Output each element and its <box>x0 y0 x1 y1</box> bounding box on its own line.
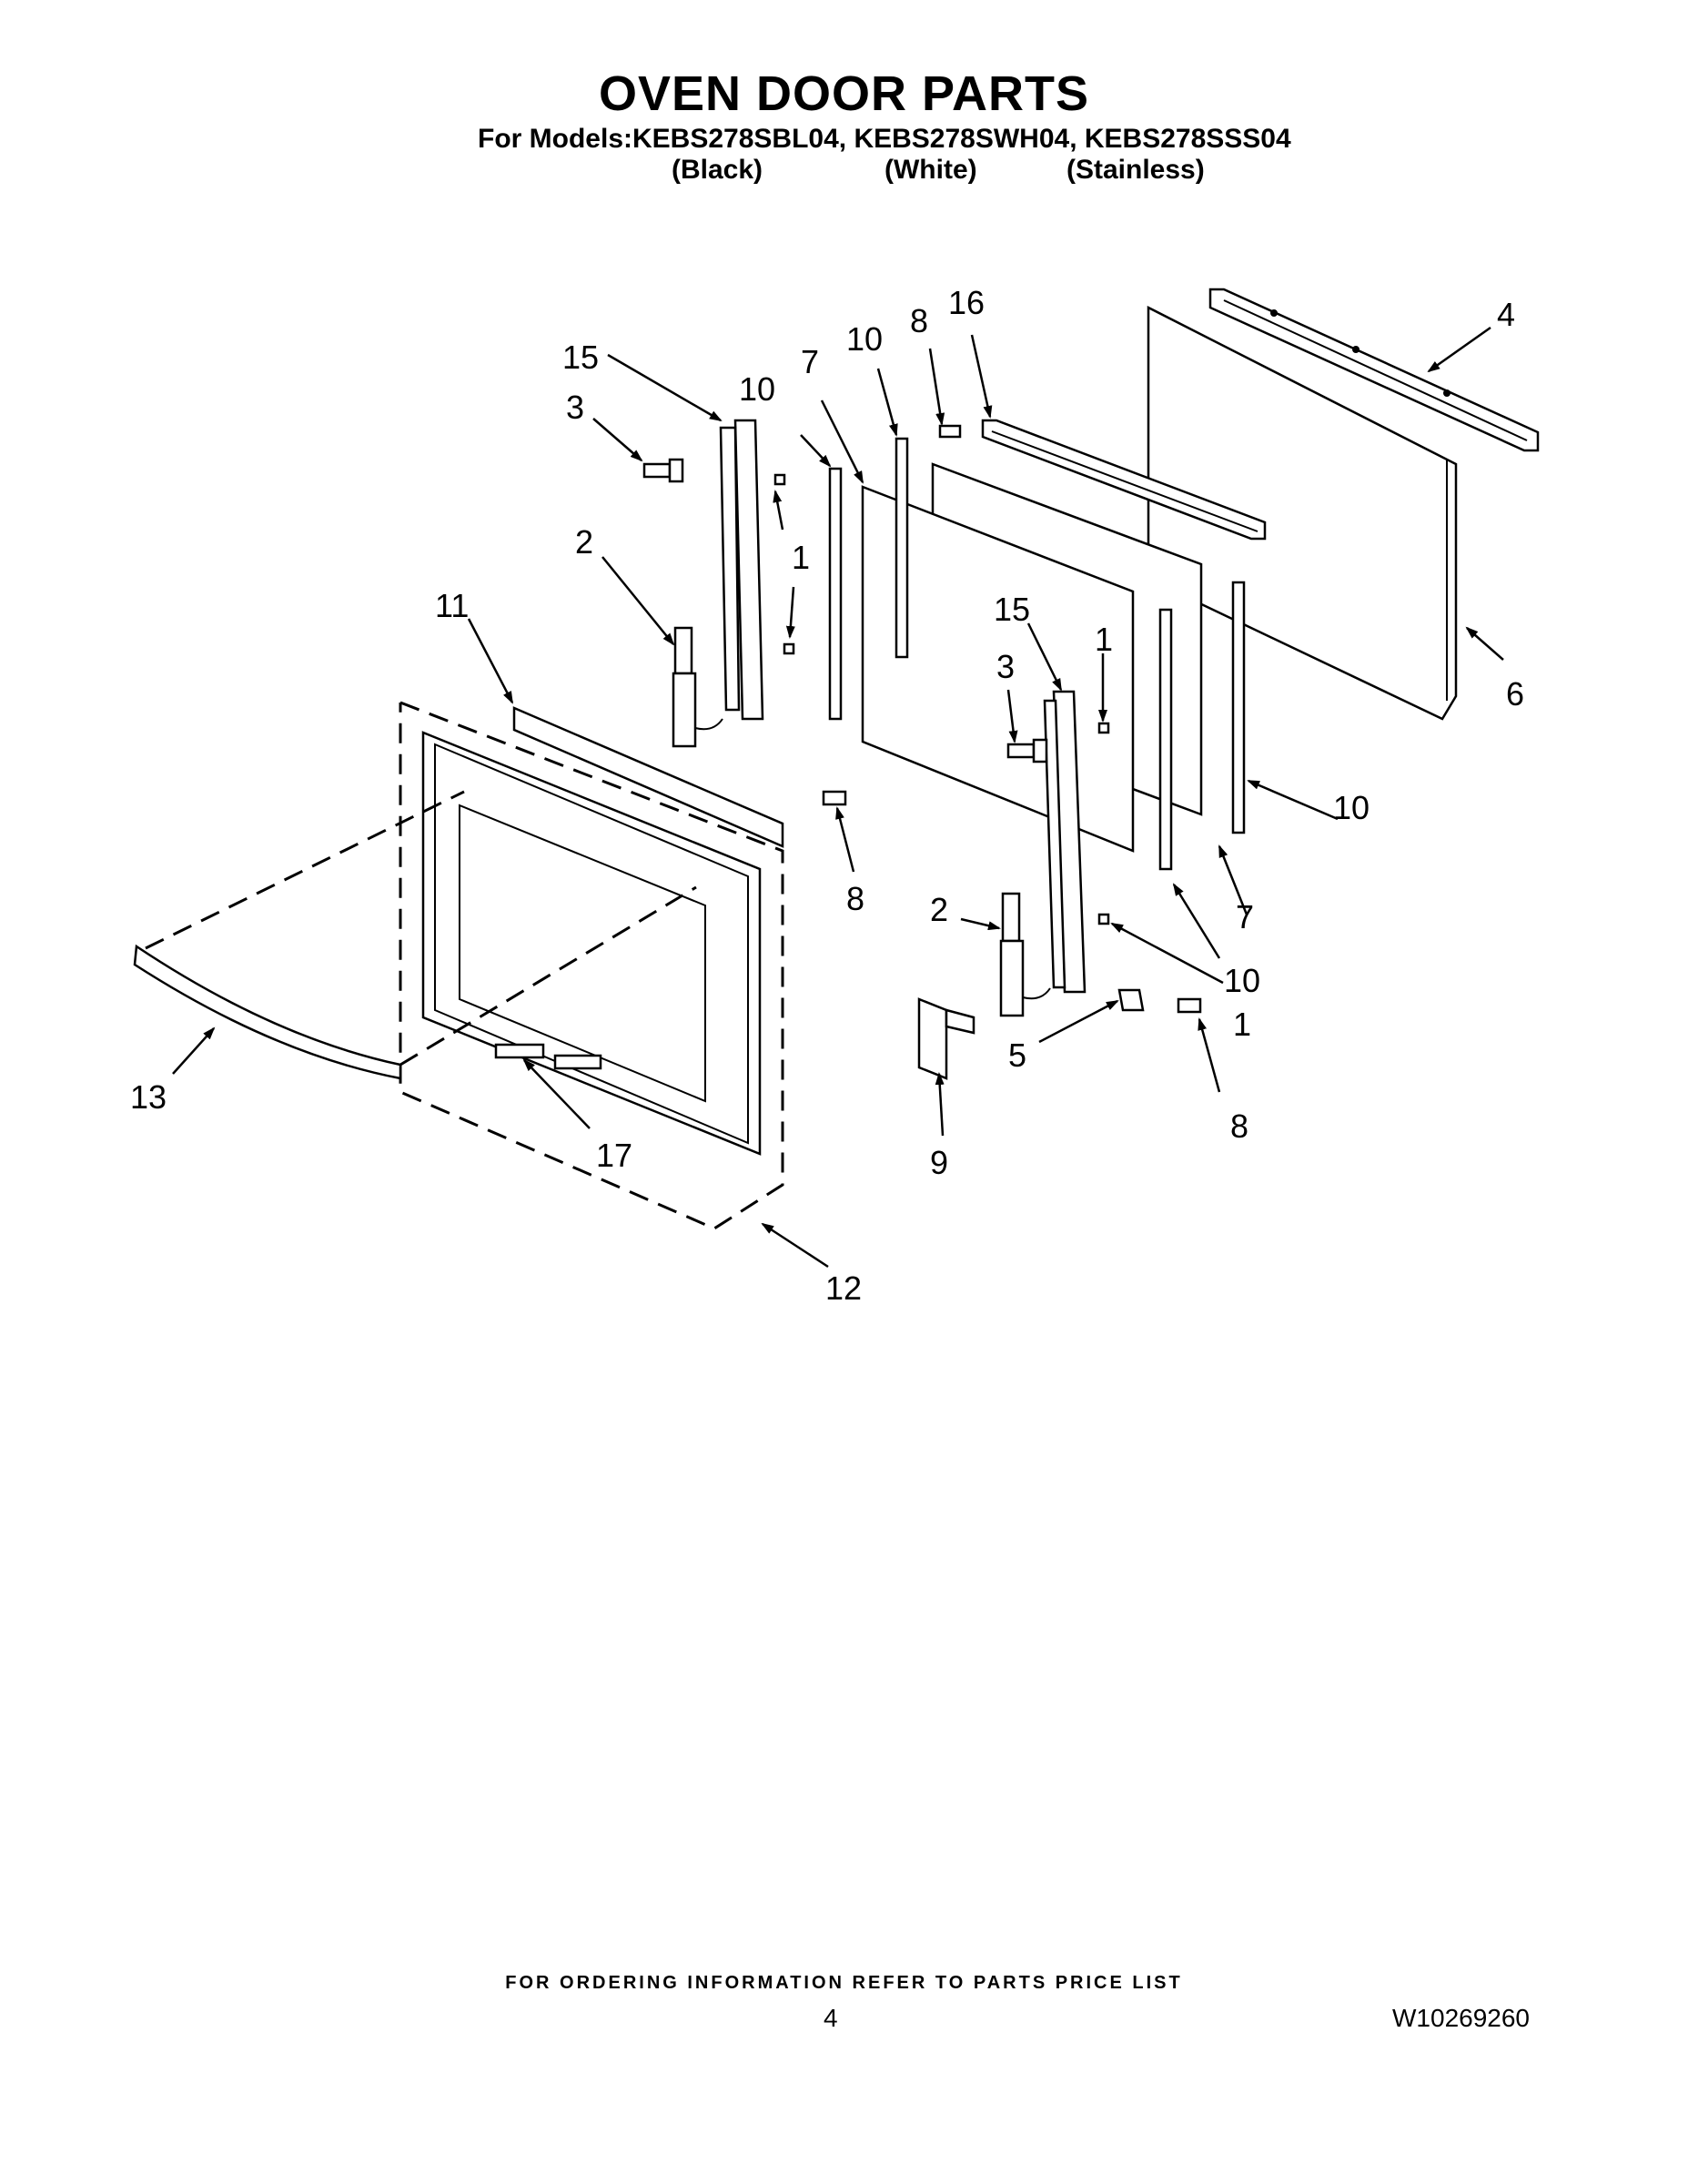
callout-10-left: 10 <box>739 370 775 408</box>
clip-parts <box>773 473 1110 925</box>
screw-left-part <box>642 458 684 483</box>
callout-16: 16 <box>948 284 985 321</box>
leader-lines <box>172 326 1504 1269</box>
callout-13: 13 <box>130 1078 167 1116</box>
door-assembly-dashed-outline <box>399 701 784 1230</box>
callout-10-top: 10 <box>846 320 883 358</box>
glass-support-channel-part <box>981 419 1267 541</box>
alignment-dashed-lines <box>145 790 697 1067</box>
callout-8-right: 8 <box>1230 1107 1248 1145</box>
callout-5: 5 <box>1008 1036 1026 1074</box>
left-hinge-channel-part <box>719 419 764 721</box>
bracket-part <box>1117 988 1145 1012</box>
left-hinge-part <box>672 626 723 748</box>
callout-10-right: 10 <box>1333 789 1370 826</box>
callout-10-lower: 10 <box>1224 962 1260 999</box>
callout-17: 17 <box>596 1137 632 1174</box>
callout-15-right: 15 <box>994 591 1030 628</box>
glass-gasket-strips <box>828 437 1246 871</box>
page-number: 4 <box>824 2004 838 2032</box>
callout-7-right: 7 <box>1236 898 1254 935</box>
callout-3-right: 3 <box>996 648 1015 685</box>
bracket-plate-part <box>917 997 975 1080</box>
trim-strip-part <box>512 706 784 848</box>
right-hinge-part <box>999 892 1051 1017</box>
badge-part <box>494 1043 545 1059</box>
callout-4: 4 <box>1497 296 1515 333</box>
callout-11: 11 <box>435 587 469 624</box>
right-hinge-channel-part <box>1043 690 1087 994</box>
callout-7-top: 7 <box>801 343 819 380</box>
screw-right-part <box>1006 738 1048 763</box>
page-title: OVEN DOOR PARTS <box>598 66 1090 121</box>
callout-3-left: 3 <box>566 389 584 426</box>
document-number: W10269260 <box>1392 2004 1531 2032</box>
callout-6: 6 <box>1506 675 1524 713</box>
callout-1-left: 1 <box>792 539 810 576</box>
door-handle-part <box>133 944 402 1080</box>
ordering-note: FOR ORDERING INFORMATION REFER TO PARTS … <box>505 1973 1183 1993</box>
callout-1-lower: 1 <box>1233 1006 1251 1043</box>
top-trim-part <box>1208 288 1540 452</box>
callout-8-mid: 8 <box>846 880 864 917</box>
callout-15-left: 15 <box>562 339 599 376</box>
callout-2-right: 2 <box>930 891 948 928</box>
models-line: For Models:KEBS278SBL04, KEBS278SWH04, K… <box>478 124 1291 154</box>
color-label-white: (White) <box>884 155 977 185</box>
callout-2-left: 2 <box>575 523 593 561</box>
color-label-black: (Black) <box>672 155 763 185</box>
color-label-stainless: (Stainless) <box>1066 155 1205 185</box>
callout-1-right: 1 <box>1095 621 1113 658</box>
callout-12: 12 <box>825 1269 862 1307</box>
callout-8-top: 8 <box>910 302 928 339</box>
callout-9: 9 <box>930 1144 948 1181</box>
callout-numbers: 15 3 2 1 10 7 10 8 16 4 6 10 7 10 1 15 3… <box>130 284 1524 1307</box>
screw-8-parts <box>822 424 1202 1014</box>
